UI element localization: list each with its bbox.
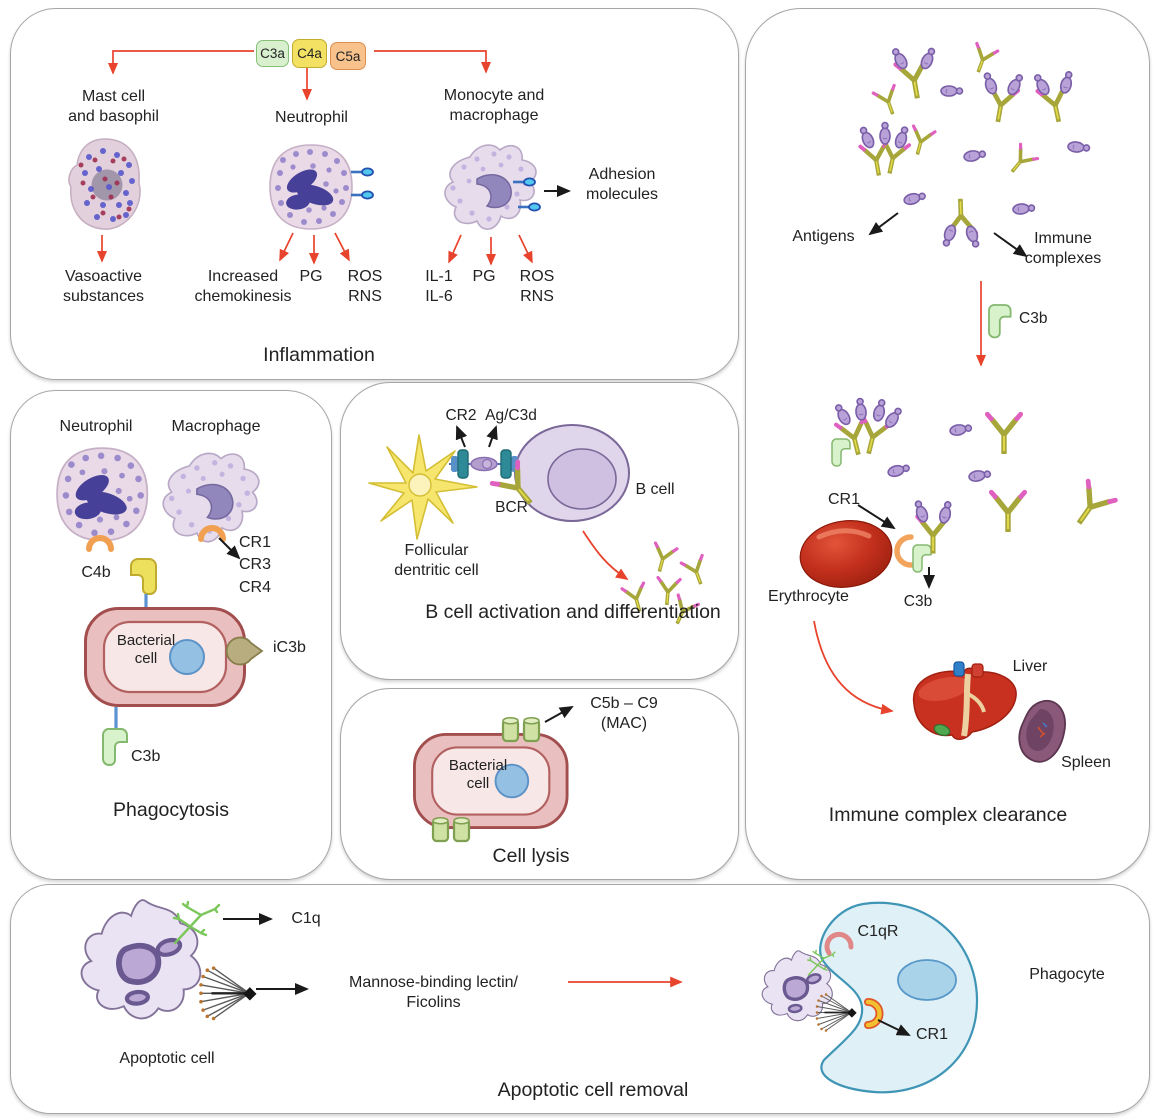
mbl-bottlebrush-icon (198, 965, 258, 1022)
c5a-tag: C5a (330, 42, 366, 70)
inflammation-title: Inflammation (263, 344, 375, 366)
follicular-dendritic-cell-illustration (368, 434, 478, 540)
neutrophil-output-arrows (279, 232, 350, 265)
c3b-bottom-label: C3b (903, 593, 933, 610)
apoptotic-title: Apoptotic cell removal (497, 1079, 689, 1101)
anaphylatoxin-arrows (107, 50, 492, 101)
mbl-label: Mannose-binding lectin/ Ficolins (349, 974, 518, 1011)
cr1-label: CR1 (827, 491, 860, 508)
cr1-arrow (877, 1019, 911, 1036)
mast-cell-illustration (68, 138, 141, 230)
erythrocyte-label: Erythrocyte (768, 588, 849, 605)
b-cell-illustration (514, 424, 630, 522)
bacterial-cell-label: Bacterial cell (448, 757, 508, 793)
panel-phagocytosis: Neutrophil Macrophage CR1 CR3 CR4 C4b Ba… (10, 390, 332, 880)
apoptotic-cell-label: Apoptotic cell (119, 1050, 215, 1067)
pg-neutrophil-label: PG (299, 268, 323, 285)
cell-lysis-title: Cell lysis (492, 845, 570, 867)
bcr-label: BCR (495, 499, 528, 516)
panel-apoptotic-cell-removal: C1q Mannose-binding lectin/ Ficolins Apo… (10, 884, 1150, 1114)
vasoactive-label: Vasoactive substances (63, 268, 144, 305)
panel-b-cell-activation: CR2 Ag/C3d Follicular dentritic cell BCR… (340, 382, 739, 680)
immune-clearance-title: Immune complex clearance (828, 804, 1068, 826)
cr-receptors-label: CR1 CR3 CR4 (239, 534, 272, 596)
immune-complexes-arrow (993, 232, 1028, 258)
immune-complexes-label: Immune complexes (1024, 230, 1102, 267)
ic3b-molecule-icon (225, 636, 264, 666)
bound-immune-complex (911, 498, 955, 573)
il-label: IL-1 IL-6 (425, 268, 453, 305)
mac-arrow (544, 706, 574, 723)
monocyte-heading: Monocyte and macrophage (443, 87, 545, 124)
neutrophil-label: Neutrophil (59, 418, 133, 435)
fdc-label: Follicular dentritic cell (394, 542, 479, 579)
ic3b-label: iC3b (273, 639, 306, 656)
liver-illustration (912, 661, 1017, 740)
phagocytosis-title: Phagocytosis (113, 799, 229, 821)
c3b-molecule-icon (101, 727, 128, 766)
panel-immune-complex-clearance: Antigens Immune complexes C3b CR1 Erythr… (745, 8, 1150, 880)
antigens-label: Antigens (792, 228, 855, 245)
antigens-arrow (868, 212, 899, 236)
c3b-molecule-icon (988, 304, 1012, 339)
ros-rns-neutrophil-label: ROS RNS (347, 268, 383, 305)
erythrocyte-illustration (799, 520, 893, 588)
panel-cell-lysis: C5b – C9 (MAC) Bacterial cell Cell lysis (340, 688, 739, 880)
phagocyte-label: Phagocyte (1029, 966, 1105, 983)
spleen-illustration (1018, 700, 1066, 763)
phagocyte-illustration (819, 901, 979, 1094)
neutrophil-heading: Neutrophil (275, 109, 348, 126)
c1qr-receptor-icon (824, 931, 854, 956)
pg-monocyte-label: PG (472, 268, 496, 285)
cr1-receptor-icon (865, 999, 882, 1028)
liver-label: Liver (1012, 658, 1048, 675)
opsonized-complexes (831, 397, 1115, 533)
c1qr-label: C1qR (857, 923, 899, 940)
c4a-tag: C4a (292, 39, 327, 68)
ros-rns-monocyte-label: ROS RNS (519, 268, 555, 305)
c3a-tag: C3a (256, 40, 289, 67)
b-cell-label: B cell (635, 481, 675, 498)
macrophage-label: Macrophage (171, 418, 261, 435)
monocyte-illustration (444, 144, 537, 231)
cr2-complex-icon (449, 449, 519, 479)
c4b-molecule-icon (130, 558, 157, 595)
neutrophil-illustration (269, 144, 353, 230)
receptor-arrow (218, 537, 241, 560)
neutrophil-illustration (56, 447, 149, 542)
ag-c3d-label: Ag/C3d (485, 407, 537, 424)
monocyte-output-arrows (448, 234, 533, 266)
chemokinesis-label: Increased chemokinesis (194, 268, 292, 305)
cr1-arrow (857, 504, 896, 530)
spleen-label: Spleen (1061, 754, 1111, 771)
panel-inflammation: C3a C4a C5a Mast cell and basophil Neutr… (10, 8, 739, 380)
c3b-top-label: C3b (1019, 310, 1048, 327)
transport-arrow (813, 620, 894, 715)
apoptotic-cell-illustration (82, 900, 201, 1018)
c4b-label: C4b (81, 564, 111, 581)
cr1-label: CR1 (915, 1026, 948, 1043)
c1q-label: C1q (291, 910, 321, 927)
mac-label: C5b – C9 (MAC) (590, 695, 658, 732)
mast-cell-heading: Mast cell and basophil (68, 88, 159, 125)
bacterial-cell-label: Bacterial cell (116, 632, 176, 668)
secretion-arrow (582, 530, 629, 580)
cr2-label: CR2 (445, 407, 477, 424)
adhesion-molecules-label: Adhesion molecules (585, 166, 659, 203)
c3b-label: C3b (131, 748, 161, 765)
horseshoe-receptor-icon (89, 538, 111, 549)
erythrocyte-cr1-icon (894, 534, 914, 568)
b-cell-title: B cell activation and differentiation (425, 601, 721, 623)
